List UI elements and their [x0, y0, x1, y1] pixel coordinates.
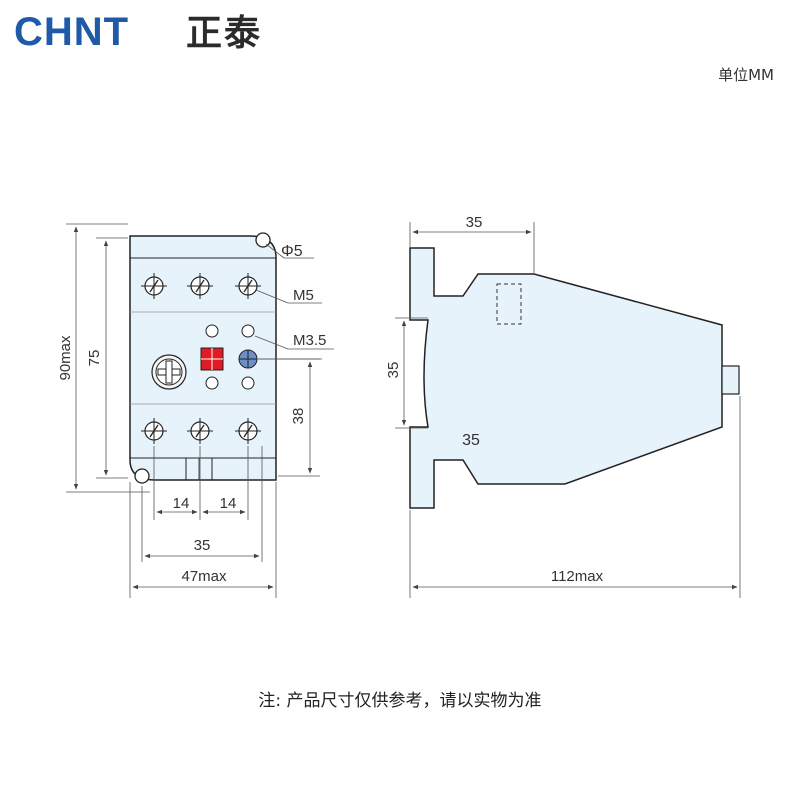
unit-label: 单位MM — [718, 66, 774, 84]
indicator-hole — [205, 324, 219, 338]
side-dim-35-top: 35 — [466, 214, 483, 231]
side-dim-35-left: 35 — [385, 362, 402, 379]
dim-m35: M3.5 — [293, 332, 326, 349]
dim-14-right: 14 — [220, 495, 237, 512]
side-view — [409, 247, 740, 509]
dim-75: 75 — [86, 350, 103, 367]
indicator-hole — [241, 376, 255, 390]
adjustment-dial — [151, 354, 187, 390]
front-view — [129, 232, 277, 484]
indicator-hole — [241, 324, 255, 338]
brand-logo-chinese: 正泰 — [186, 13, 263, 54]
dim-35-width: 35 — [194, 537, 211, 554]
indicator-hole — [205, 376, 219, 390]
dim-47max: 47max — [181, 568, 227, 585]
dim-phi5: Φ5 — [281, 243, 303, 260]
dim-14-left: 14 — [173, 495, 190, 512]
brand-logo-latin: CHNT — [14, 10, 130, 54]
dim-m5: M5 — [293, 287, 314, 304]
side-body — [409, 247, 723, 509]
disclaimer-note: 注: 产品尺寸仅供参考，请以实物为准 — [258, 691, 542, 711]
dim-90max: 90max — [57, 335, 74, 381]
dim-38: 38 — [290, 408, 307, 425]
side-dim-112max: 112max — [551, 568, 604, 585]
mounting-hole-bottom — [134, 468, 150, 484]
side-terminal-stub — [721, 365, 740, 395]
side-dim-35-mid: 35 — [462, 432, 480, 449]
mounting-hole-top — [255, 232, 271, 248]
